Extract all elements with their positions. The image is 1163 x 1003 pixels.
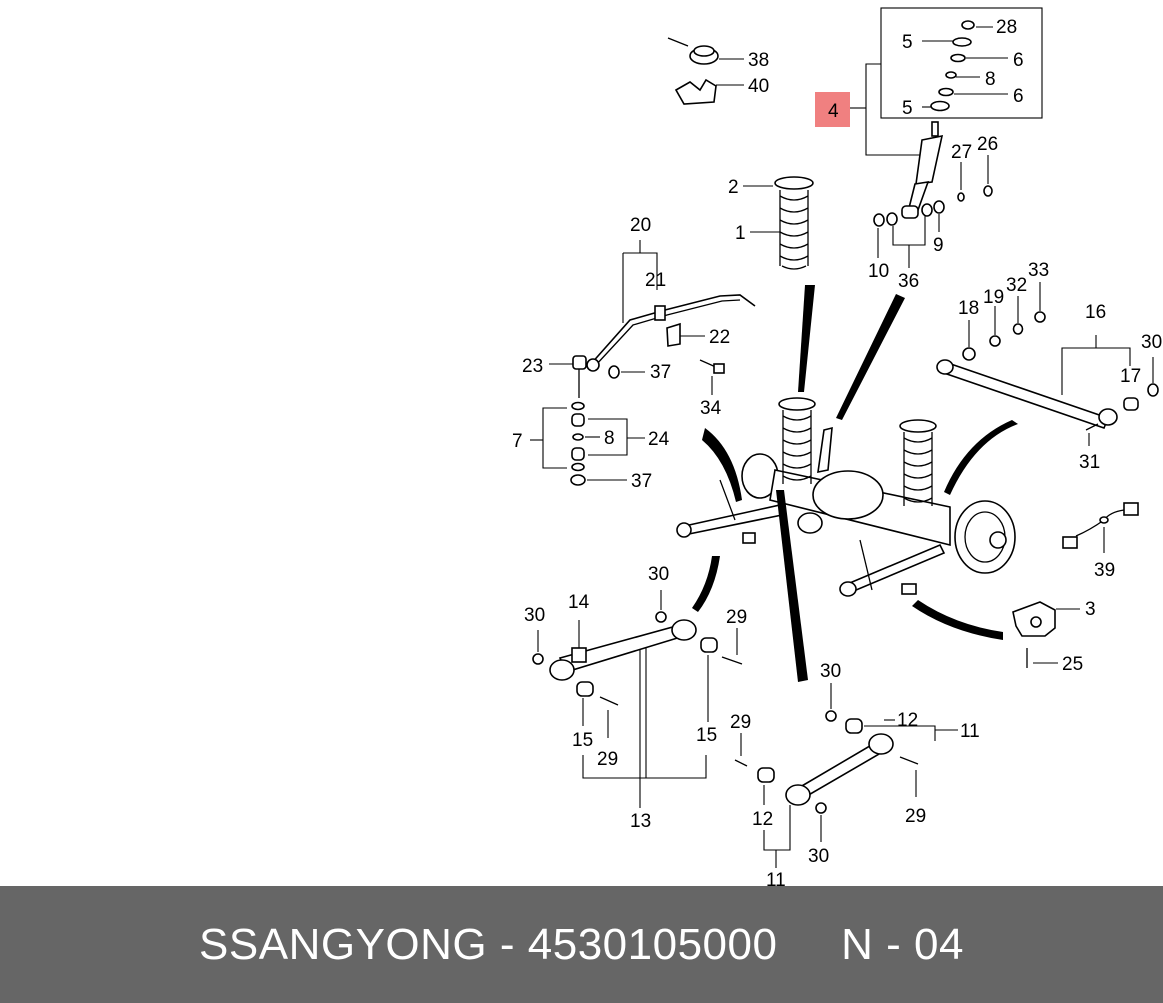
callout-12-right: 12 [897, 710, 918, 731]
callout-9: 9 [933, 235, 944, 256]
callout-29-arm11-right: 29 [905, 806, 926, 827]
callout-31: 31 [1079, 452, 1100, 473]
callout-30-left: 30 [524, 605, 545, 626]
callout-14: 14 [568, 592, 590, 613]
callout-40: 40 [748, 76, 769, 97]
callout-21: 21 [645, 270, 666, 291]
callout-8-top: 8 [985, 69, 996, 90]
callout-11-left: 11 [766, 870, 786, 886]
bracket-3: 3 25 [1012, 599, 1096, 675]
callout-5-bottom: 5 [902, 98, 913, 119]
callout-1: 1 [735, 223, 746, 244]
stabilizer-link: 23 7 24 8 37 [512, 355, 670, 492]
callout-12-left: 12 [752, 809, 773, 830]
callout-26: 26 [977, 134, 998, 155]
lateral-rod: 18 19 32 33 16 17 30 31 [936, 260, 1162, 473]
page-prefix: N [841, 919, 874, 969]
callout-16: 16 [1085, 302, 1106, 323]
callout-17: 17 [1120, 366, 1141, 387]
callout-29-arm13-right: 29 [726, 607, 747, 628]
callout-29-arm13-left: 29 [597, 749, 618, 770]
callout-4: 4 [828, 101, 839, 122]
callout-8-link: 8 [604, 428, 615, 449]
pointer-arrows [692, 285, 1018, 682]
callout-2: 2 [728, 177, 739, 198]
callout-28: 28 [996, 17, 1017, 38]
callout-30-rod: 30 [1141, 332, 1162, 353]
callout-39: 39 [1094, 560, 1115, 581]
rear-suspension-exploded-diagram: 4 28 5 6 8 6 5 36 10 9 [512, 7, 1162, 886]
callout-37-bottom: 37 [631, 471, 652, 492]
callout-6-bottom: 6 [1013, 86, 1024, 107]
bump-stop-assembly: 38 40 [667, 37, 769, 105]
callout-29-arm11-left: 29 [730, 712, 751, 733]
page-number: 04 [914, 919, 964, 969]
rear-axle-assembly [676, 397, 1016, 597]
lower-arm-11: 30 12 11 29 29 12 11 30 [730, 661, 980, 886]
callout-15-left: 15 [572, 730, 593, 751]
callout-24: 24 [648, 429, 670, 450]
wire-harness: 39 [1062, 502, 1139, 581]
shock-kit-box: 4 28 5 6 8 6 5 [815, 7, 1043, 156]
brand-name: SSANGYONG [199, 919, 488, 969]
callout-25: 25 [1062, 654, 1083, 675]
callout-15-right: 15 [696, 725, 717, 746]
callout-11-right: 11 [960, 721, 980, 742]
callout-13: 13 [630, 811, 651, 832]
callout-38: 38 [748, 50, 769, 71]
footer-caption: SSANGYONG - 4530105000 N - 04 [199, 920, 964, 970]
callout-5-top: 5 [902, 32, 913, 53]
callout-33: 33 [1028, 260, 1049, 281]
callout-18: 18 [958, 298, 979, 319]
callout-32: 32 [1006, 275, 1027, 296]
callout-30-arm11-top: 30 [820, 661, 841, 682]
callout-23: 23 [522, 356, 543, 377]
callout-19: 19 [983, 287, 1004, 308]
stabilizer-bar: 20 21 22 34 37 [586, 215, 756, 419]
callout-36: 36 [898, 271, 919, 292]
callout-7: 7 [512, 431, 523, 452]
coil-spring-upper: 2 1 [728, 176, 814, 270]
page-separator: - [873, 919, 914, 969]
callout-6-top: 6 [1013, 50, 1024, 71]
callout-10: 10 [868, 261, 889, 282]
callout-30-arm11-bottom: 30 [808, 846, 829, 867]
callout-30-arm13: 30 [648, 564, 669, 585]
callout-27: 27 [951, 142, 972, 163]
callout-37-top: 37 [650, 362, 671, 383]
callout-3: 3 [1085, 599, 1096, 620]
callout-20: 20 [630, 215, 651, 236]
shock-absorber: 36 10 9 27 26 [868, 121, 998, 292]
highlighted-callout-box [815, 92, 850, 127]
footer-gap [777, 920, 841, 970]
callout-22: 22 [709, 327, 730, 348]
footer-separator: - [487, 919, 528, 969]
part-number: 4530105000 [527, 919, 778, 969]
lower-arm-13: 14 30 30 29 29 15 15 13 [524, 564, 747, 832]
footer-banner: SSANGYONG - 4530105000 N - 04 [0, 886, 1163, 1003]
callout-34: 34 [700, 398, 722, 419]
